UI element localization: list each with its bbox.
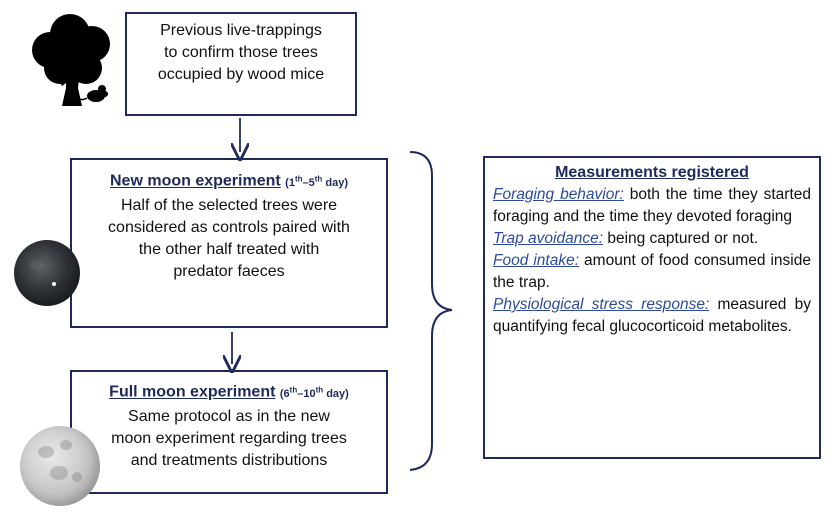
- tree-with-mouse-icon: [32, 14, 110, 106]
- measurement-text: measured by quantifying fecal glucocorti…: [493, 296, 811, 335]
- measurement-text: being captured or not.: [603, 230, 759, 247]
- new-moon-step-box: New moon experiment (1th–5th day) Half o…: [70, 158, 388, 328]
- measurement-term: Trap avoidance: [493, 230, 599, 247]
- measurements-title: Measurements registered: [555, 164, 749, 181]
- new-moon-image: [14, 240, 80, 306]
- measurement-item: Physiological stress response: measured …: [493, 294, 811, 338]
- measurement-text: both the time they started foraging and …: [493, 186, 811, 225]
- curly-brace: [409, 151, 453, 471]
- full-moon-days: (6th–10th day): [279, 385, 349, 400]
- new-moon-title-name: New moon experiment: [110, 172, 281, 190]
- measurement-text: amount of food consumed inside the trap.: [493, 252, 811, 291]
- measurement-term: Physiological stress response:: [493, 296, 710, 313]
- measurements-box: Measurements registered Foraging behavio…: [483, 156, 821, 459]
- trapping-step-box: Previous live-trappings to confirm those…: [125, 12, 357, 116]
- full-moon-line: moon experiment regarding trees: [111, 429, 347, 447]
- new-moon-title: New moon experiment (1th–5th day): [72, 167, 386, 195]
- measurement-term: Foraging behavior: [493, 186, 620, 203]
- new-moon-line: considered as controls paired with: [108, 218, 350, 236]
- full-moon-line: and treatments distributions: [130, 451, 328, 469]
- full-moon-step-box: Full moon experiment (6th–10th day) Same…: [70, 370, 388, 494]
- measurement-item: Trap avoidance: being captured or not.: [493, 230, 759, 247]
- measurement-item: Food intake: amount of food consumed ins…: [493, 250, 811, 294]
- measurement-term: Food intake:: [493, 252, 580, 269]
- full-moon-line: Same protocol as in the new: [128, 407, 330, 425]
- new-moon-days: (1th–5th day): [285, 174, 348, 189]
- new-moon-line: predator faeces: [173, 262, 285, 280]
- measurement-item: Foraging behavior: both the time they st…: [493, 186, 811, 225]
- new-moon-line: Half of the selected trees were: [120, 196, 338, 214]
- full-moon-image: [20, 426, 100, 506]
- trapping-line: occupied by wood mice: [157, 66, 325, 83]
- full-moon-title: Full moon experiment (6th–10th day): [72, 378, 386, 406]
- full-moon-title-name: Full moon experiment: [109, 383, 276, 401]
- trapping-line: to confirm those trees: [164, 44, 318, 61]
- trapping-line: Previous live-trappings: [160, 22, 322, 39]
- new-moon-line: the other half treated with: [138, 240, 320, 258]
